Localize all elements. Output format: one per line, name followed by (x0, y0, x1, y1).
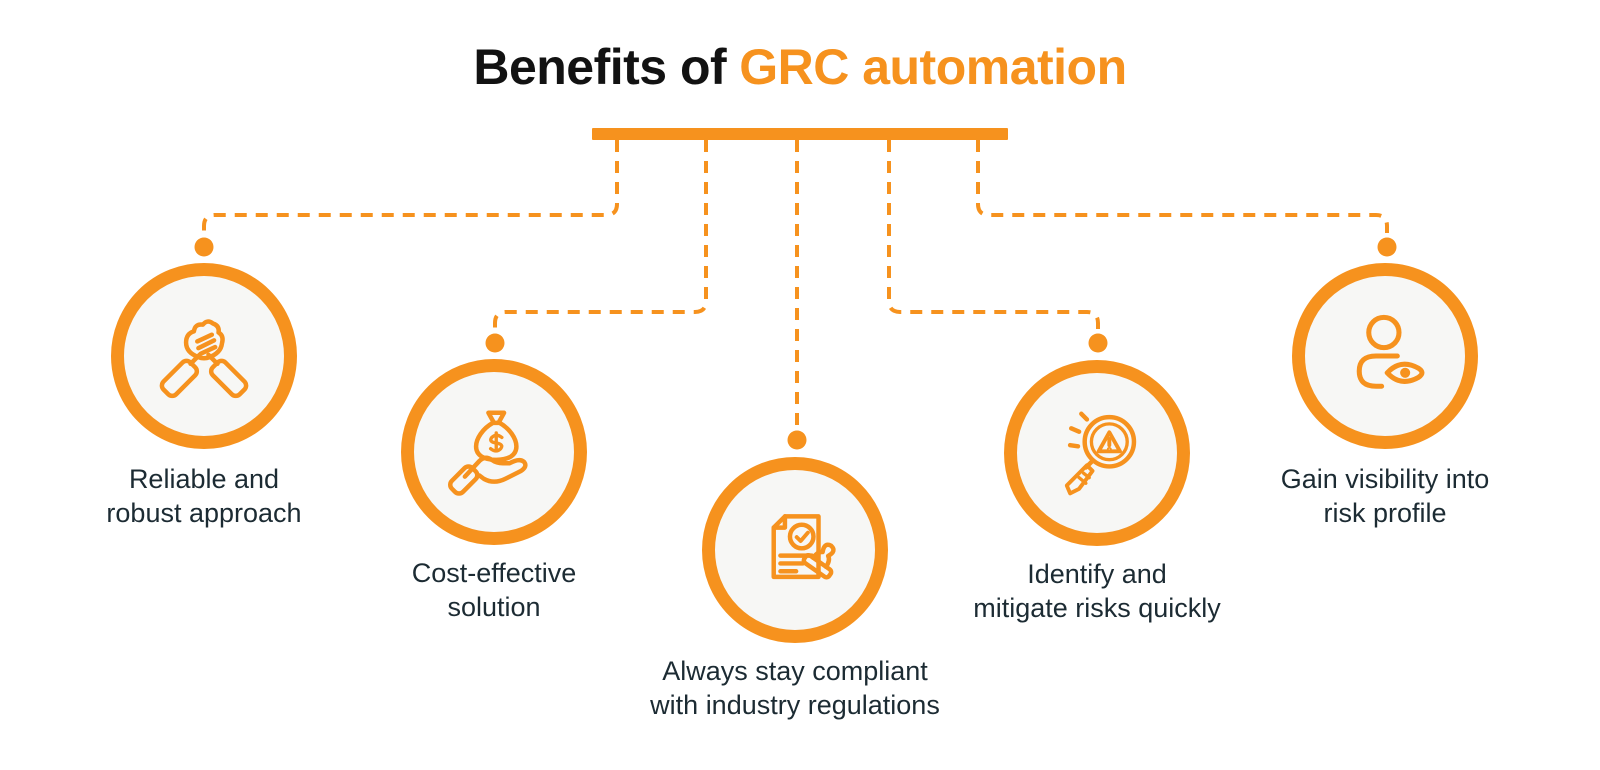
connector-path-5 (976, 140, 1389, 233)
benefit-label-visibility: Gain visibility into risk profile (1280, 464, 1490, 528)
connector-path-4 (887, 140, 1100, 329)
benefit-label-compliant: Always stay compliant with industry regu… (650, 656, 940, 720)
title-prefix: Benefits of (473, 39, 727, 95)
header-bar (592, 128, 1008, 140)
benefit-circle-cost (401, 359, 587, 545)
connector-dot-4 (1088, 333, 1108, 353)
benefit-circle-reliable (111, 263, 297, 449)
benefit-label-cost: Cost-effective solution (411, 558, 577, 622)
connector-dot-5 (1377, 237, 1397, 257)
connector-dot-3 (787, 430, 807, 450)
connector-dot-1 (194, 237, 214, 257)
money-hand-icon (448, 410, 528, 496)
title-highlight: GRC automation (739, 39, 1127, 95)
risk-magnifier-icon (1064, 411, 1137, 496)
compliance-document-icon (771, 514, 836, 580)
benefit-circle-visibility (1292, 263, 1478, 449)
benefit-circle-compliant (702, 457, 888, 643)
connector-path-1 (202, 140, 619, 233)
connector-dot-2 (485, 333, 505, 353)
benefit-label-risks: Identify and mitigate risks quickly (973, 559, 1221, 623)
handshake-icon (159, 319, 249, 399)
connector-path-2 (493, 140, 708, 329)
benefit-label-reliable: Reliable and robust approach (106, 464, 302, 528)
person-visibility-icon (1356, 314, 1425, 389)
benefit-circle-risks (1004, 360, 1190, 546)
